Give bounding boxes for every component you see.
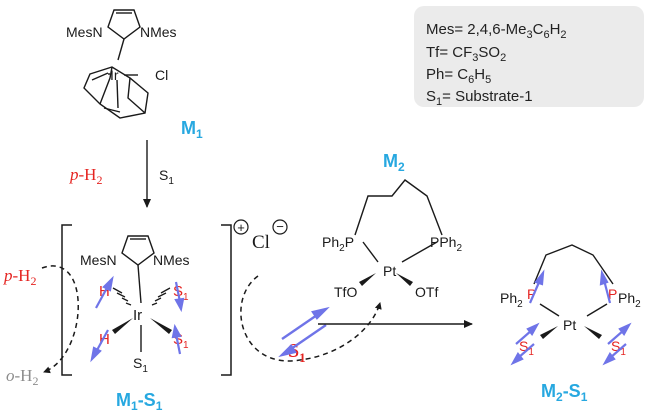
spin-arrowhead-p-right-up [599, 269, 609, 286]
plus-charge-circle [233, 219, 249, 235]
free-substrate-spin-arrows [278, 306, 330, 358]
m1-carbene-ir-bond [117, 38, 125, 61]
spin-arrowhead-s-left-down [510, 352, 524, 366]
m2s1-p-left: P [527, 286, 536, 302]
spin-arrow-h-top [95, 285, 109, 309]
substrate-reagent: S1 [159, 167, 174, 187]
m2s1-p-pt-left [539, 303, 560, 317]
spin-arrowhead-s-top [174, 297, 185, 313]
legend-ph: Ph= C6H5 [426, 66, 491, 86]
m2s1-p-right: P [608, 286, 617, 302]
legend-mes: Mes= 2,4,6-Me3C6H2 [426, 21, 567, 41]
wedge-bond-s-right [150, 318, 172, 334]
m2-ph2p-left: Ph2P [322, 234, 354, 254]
m2s1-propane-backbone [533, 244, 614, 285]
m2-label: M2 [383, 151, 405, 174]
m2s1-wedge-right [584, 326, 602, 339]
m1s1-brackets [61, 224, 232, 376]
spin-arrowhead-h-bottom [90, 346, 102, 363]
m1s1-carbene-ir-bond [137, 264, 142, 304]
m2s1-spin-arrows [510, 269, 632, 366]
wedge-bond-h-left [112, 318, 133, 334]
substrate-exchange-arrow [240, 275, 382, 362]
m1-ir-cod-bottom [116, 79, 119, 109]
hydride-bottom: H [99, 331, 110, 348]
m1s1-mes-right: NMes [153, 252, 190, 268]
m2s1-structure [533, 244, 614, 317]
m2s1-p-pt-right [586, 303, 608, 317]
hydrogen-exchange-arrow [41, 265, 79, 374]
minus-charge-circle [272, 219, 288, 235]
m2s1-wedge-left [540, 326, 558, 339]
m2s1-substrate-left: S1 [519, 338, 534, 358]
spin-arrowhead-free-up [311, 306, 330, 320]
spin-arrow-free-down [287, 324, 327, 352]
m1-iridium: Ir [110, 67, 119, 83]
spin-arrowhead-s-right-up [618, 322, 632, 336]
m1s1-hash-bonds [112, 287, 171, 306]
m1-mes-left: MesN [66, 24, 103, 40]
spin-arrow-free-up [281, 312, 321, 340]
m1-cod-bonds [91, 66, 146, 114]
m1s1-mes-left: MesN [80, 252, 117, 268]
m2-triflate-right: OTf [415, 284, 438, 300]
m2-triflate-left: TfO [334, 284, 357, 300]
m1-imidazole-ring [107, 9, 141, 40]
m1-chloride: Cl [155, 67, 168, 83]
m2-p-pt-left [362, 241, 379, 263]
legend-s1: S1= Substrate-1 [426, 88, 533, 108]
m1-label: M1 [181, 118, 203, 141]
m2-p-pt-right [401, 241, 438, 263]
m2s1-ph2-left: Ph2 [500, 290, 523, 310]
spin-arrowhead-free-down [278, 344, 297, 358]
m1s1-spin-arrows [90, 275, 185, 363]
spin-arrowhead-s-bottom [171, 323, 182, 339]
m1-mes-right: NMes [140, 24, 177, 40]
m2-wedge-left [359, 273, 376, 286]
spin-arrowhead-p-left-up [534, 269, 545, 286]
para-hydrogen-exchange: p-H2 [3, 266, 36, 288]
legend-box: Mes= 2,4,6-Me3C6H2 Tf= CF3SO2 Ph= C6H5 S… [414, 6, 644, 108]
m1s1-label: M1-S1 [116, 390, 163, 412]
para-hydrogen-reagent: p-H2 [69, 165, 102, 187]
m1-complex [83, 9, 149, 119]
spin-arrowhead-s-right-down [602, 352, 616, 366]
right-bracket [221, 224, 232, 376]
m2-propane-backbone [354, 179, 443, 236]
m2s1-label: M2-S1 [541, 381, 588, 404]
axial-substrate: S1 [133, 355, 148, 375]
spin-arrow-h-bottom [95, 329, 109, 353]
m1s1-imidazole-ring [121, 235, 155, 266]
hash-bond-s-right [151, 287, 171, 306]
chloride-counterion: Cl [252, 232, 270, 253]
ortho-hydrogen-exchange: o-H2 [6, 366, 38, 388]
m1s1-iridium: Ir [133, 307, 142, 324]
m2-wedge-right [396, 273, 413, 286]
m2-structure [354, 179, 443, 263]
m2-pph2-right: PPh2 [430, 234, 462, 254]
legend-tf: Tf= CF3SO2 [426, 44, 506, 64]
m2s1-platinum: Pt [563, 317, 576, 333]
spin-arrowhead-h-top [102, 275, 114, 292]
plus-charge: + [237, 220, 245, 235]
spin-arrow-p-right-up [602, 279, 612, 304]
m1s1-structure [121, 235, 155, 352]
m2s1-substrate-right: S1 [611, 338, 626, 358]
hash-bond-h-left [112, 287, 132, 306]
spin-arrowhead-s-left-up [526, 322, 540, 336]
m2-platinum: Pt [383, 263, 396, 279]
left-bracket [61, 224, 72, 376]
minus-charge: − [276, 219, 284, 234]
m2s1-ph2-right: Ph2 [618, 290, 641, 310]
